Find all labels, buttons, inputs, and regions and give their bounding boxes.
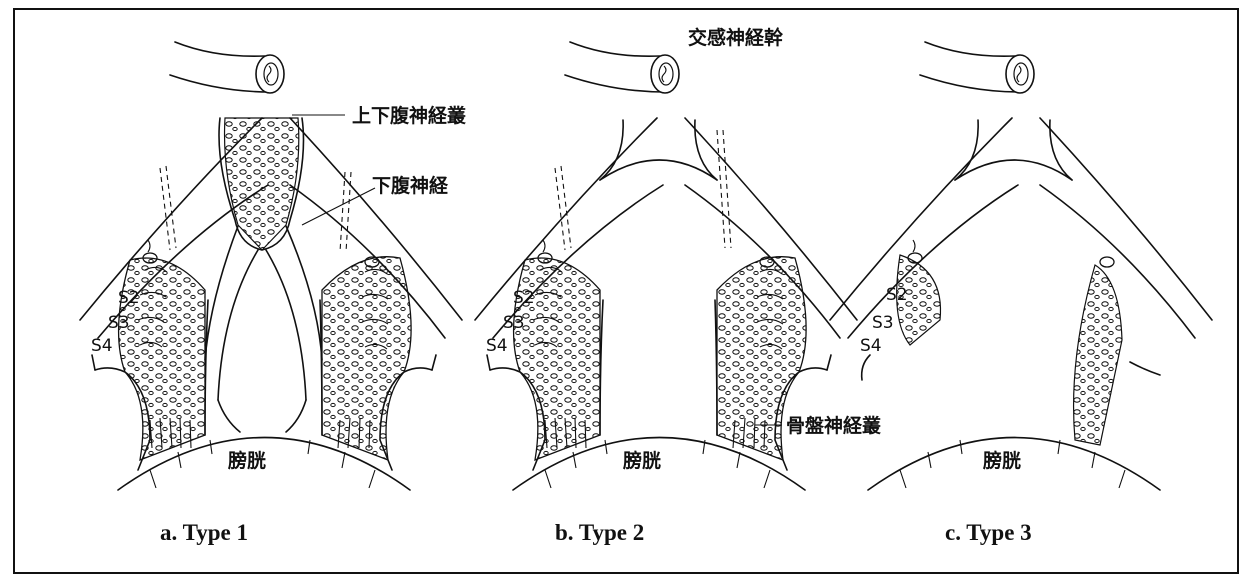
- label-s3-c: S3: [872, 313, 894, 333]
- label-sympathetic-trunk: 交感神経幹: [688, 26, 784, 49]
- label-pelvic-plexus: 骨盤神経叢: [786, 414, 881, 437]
- label-s2-c: S2: [886, 285, 908, 305]
- label-s3: S3: [108, 313, 130, 333]
- label-bladder-b: 膀胱: [622, 449, 661, 472]
- label-superior-hypogastric-plexus: 上下腹神経叢: [352, 104, 466, 127]
- label-s4: S4: [91, 336, 113, 356]
- caption-type-3: c. Type 3: [945, 520, 1032, 545]
- label-hypogastric-nerve: 下腹神経: [372, 174, 449, 197]
- panel-c-labels: S2 S3 S4 膀胱 c. Type 3: [860, 285, 1032, 545]
- label-s3-b: S3: [503, 313, 525, 333]
- caption-type-1: a. Type 1: [160, 520, 248, 545]
- label-bladder: 膀胱: [227, 449, 266, 472]
- label-bladder-c: 膀胱: [982, 449, 1021, 472]
- label-s4-c: S4: [860, 336, 882, 356]
- caption-type-2: b. Type 2: [555, 520, 644, 545]
- label-s4-b: S4: [486, 336, 508, 356]
- label-s2: S2: [118, 288, 140, 308]
- label-s2-b: S2: [513, 288, 535, 308]
- panel-type-3: [830, 42, 1212, 490]
